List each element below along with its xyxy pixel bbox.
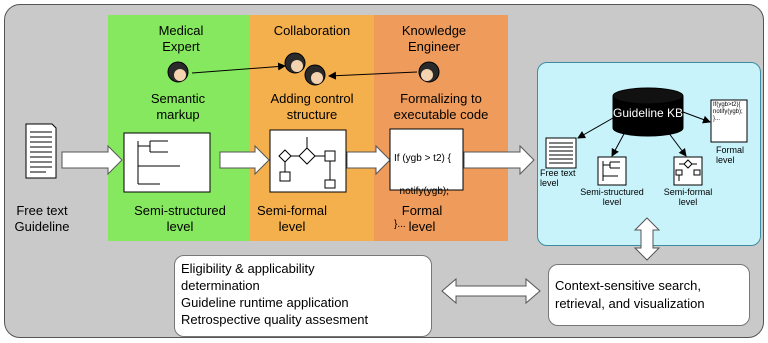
kb-formal-level-label: Formal level	[716, 145, 752, 165]
adding-control-line2: structure	[286, 107, 338, 122]
kb-free-text-line1: Free text	[540, 168, 576, 178]
formalizing-line2: executable code	[393, 107, 489, 122]
semantic-markup-label: Semantic markup	[128, 91, 228, 123]
formal-line1: Formal	[401, 203, 443, 218]
kb-formal-snippet-line1: If(ygb>t2){	[713, 102, 741, 108]
adding-control-line1: Adding control	[270, 91, 354, 106]
medical-expert-label: Medical Expert	[146, 23, 216, 55]
tasks-list: Eligibility & applicability determinatio…	[181, 260, 368, 328]
expert-collaboration-arrow	[191, 62, 286, 74]
kb-semi-structured-level-label: Semi-structured level	[580, 187, 644, 207]
free-text-line2: Guideline	[14, 219, 70, 234]
semantic-markup-line2: markup	[156, 107, 200, 122]
task-determination: determination	[181, 278, 260, 293]
kb-free-text-document-icon	[545, 137, 577, 169]
formal-band	[374, 15, 508, 241]
block-arrow-icon	[61, 144, 535, 176]
kb-formal-line1: Formal	[716, 145, 745, 155]
person-icon	[167, 52, 440, 86]
engineer-collaboration-arrow	[328, 71, 418, 80]
kb-free-text-line2: level	[540, 178, 559, 188]
semi-structured-line2: level	[166, 219, 194, 234]
semi-formal-level-label: Semi-formal level	[250, 203, 334, 235]
semi-structured-level-label: Semi-structured level	[110, 203, 250, 235]
kb-formal-snippet-line2: notify(ygb);	[713, 109, 743, 115]
guideline-kb-label: Guideline KB	[613, 106, 684, 120]
kb-formal-code-box	[710, 99, 748, 143]
semantic-markup-line1: Semantic	[150, 91, 206, 106]
search-line2: retrieval, and visualization	[555, 296, 705, 311]
kb-semi-structured-line2: level	[602, 197, 622, 207]
search-box: Context-sensitive search, retrieval, and…	[548, 264, 750, 326]
semi-formal-band	[250, 15, 374, 241]
adding-control-label: Adding control structure	[250, 91, 374, 123]
kb-flowchart-icon	[673, 156, 703, 186]
medical-expert-line2: Expert	[162, 39, 200, 54]
code-box	[389, 128, 464, 191]
collaboration-text: Collaboration	[273, 23, 351, 38]
code-snippet: If (ygb > t2) { notify(ygb); }...	[394, 131, 451, 252]
knowledge-engineer-line1: Knowledge	[401, 23, 467, 38]
kb-semi-formal-line1: Semi-formal	[663, 187, 713, 197]
formal-line2: level	[408, 219, 436, 234]
free-text-line1: Free text	[16, 203, 68, 218]
knowledge-engineer-label: Knowledge Engineer	[384, 23, 484, 55]
knowledge-engineer-line2: Engineer	[407, 39, 461, 54]
kb-formal-snippet: If(ygb>t2){ notify(ygb); }...	[713, 102, 743, 123]
semi-structured-line1: Semi-structured	[134, 203, 226, 218]
kb-semi-structured-line1: Semi-structured	[580, 187, 644, 197]
double-arrow-icon	[441, 277, 541, 305]
formalizing-label: Formalizing to executable code	[374, 91, 508, 123]
free-text-guideline-label: Free text Guideline	[4, 203, 80, 235]
code-line-3: }...	[394, 219, 406, 230]
tree-structure-icon	[123, 132, 211, 193]
task-quality-assessment: Retrospective quality assesment	[181, 312, 369, 327]
kb-semi-formal-level-label: Semi-formal level	[658, 187, 718, 207]
medical-expert-line1: Medical	[158, 23, 204, 38]
collaboration-label: Collaboration	[250, 23, 374, 39]
kb-free-text-level-label: Free text level	[540, 168, 580, 188]
kb-formal-snippet-line3: }...	[713, 116, 721, 122]
flowchart-icon	[269, 129, 347, 193]
kb-formal-line2: level	[716, 155, 735, 165]
code-line-2: notify(ygb);	[394, 186, 450, 197]
document-icon	[25, 123, 57, 179]
formal-level-label: Formal level	[380, 203, 464, 235]
code-line-1: If (ygb > t2) {	[394, 153, 451, 164]
semi-formal-line2: level	[278, 219, 306, 234]
tasks-box: Eligibility & applicability determinatio…	[174, 255, 432, 337]
semi-formal-line1: Semi-formal	[256, 203, 328, 218]
kb-semi-formal-line2: level	[678, 197, 698, 207]
search-text: Context-sensitive search, retrieval, and…	[555, 277, 705, 313]
formalizing-line1: Formalizing to	[400, 91, 482, 106]
kb-tree-structure-icon	[597, 156, 627, 186]
search-line1: Context-sensitive search,	[555, 278, 701, 293]
semi-structured-band	[108, 15, 250, 241]
cylinder-database-icon	[612, 87, 684, 137]
task-runtime-application: Guideline runtime application	[181, 295, 349, 310]
double-arrow-icon	[633, 217, 661, 261]
task-eligibility: Eligibility & applicability	[181, 261, 315, 276]
